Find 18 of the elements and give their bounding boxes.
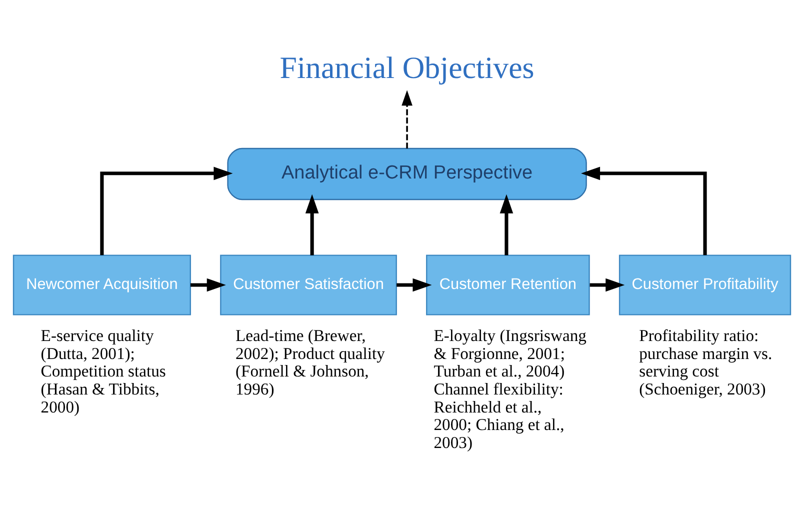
node-text: Financial Objectives [280,50,534,85]
arrow [581,166,707,255]
arrow [100,166,233,255]
node-box: Customer Retention [426,254,590,315]
arrow [190,278,226,292]
arrow [305,194,319,255]
node-box: Analytical e-CRM Perspective [227,147,587,200]
node-box: Customer Profitability [618,254,792,315]
node-label: E-service quality (Dutta, 2001); Competition status (Hasan & Tibbits, 2000) [40,326,166,416]
arrow [500,194,514,255]
node-box: Newcomer Acquisition [12,254,191,315]
arrow [396,278,432,292]
arrow [590,278,625,292]
node-label: Profitability ratio: purchase margin vs. serving cost (Schoeniger, 2003) [639,326,772,398]
node-label: Lead-time (Brewer, 2002); Product quality (Fornell & Johnson, 1996) [236,326,385,398]
node-label: E-loyalty (Ingsriswang & Forgionne, 2001; Turban et al., 2004) Channel flexibility: Reichheld et al., 2000; Chiang et al., 2003) [434,326,586,452]
arrow [402,90,412,148]
node-box: Customer Satisfaction [220,254,397,315]
